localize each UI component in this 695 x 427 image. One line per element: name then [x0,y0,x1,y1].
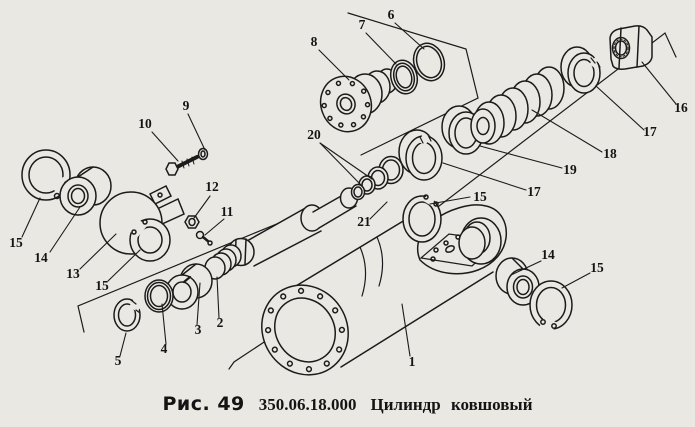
callout-9: 9 [183,98,190,113]
callout-17-lower: 17 [527,184,541,199]
callout-5: 5 [115,353,122,368]
callout-10: 10 [138,116,152,131]
part-4-seal [144,279,174,313]
callout-15-washer: 15 [95,278,109,293]
leader-15-right [561,272,591,289]
leader-3 [196,282,201,326]
callout-15-right: 15 [590,260,604,275]
callout-19: 19 [563,162,577,177]
part-8-gland [319,68,398,133]
callout-21: 21 [357,214,371,229]
leader-5 [119,332,127,357]
callout-14-left: 14 [34,250,48,265]
callout-2: 2 [217,315,224,330]
callout-14-right: 14 [541,247,555,262]
figure-caption: Рис. 49 350.06.18.000 Цилиндр ковшовый [0,393,695,415]
leader-11 [204,218,225,236]
leader-6 [394,22,425,50]
leader-10 [151,131,179,162]
leader-17-upper [595,85,645,131]
callout-17-upper: 17 [643,124,657,139]
part-2-threaded-end [204,237,255,280]
leader-9 [187,113,206,151]
leader-12 [193,195,211,219]
leader-2 [216,276,220,319]
leader-1 [401,303,411,357]
callout-8: 8 [311,34,318,49]
leader-21 [369,201,388,220]
callout-4: 4 [161,341,168,356]
leader-7 [365,32,397,65]
callout-6: 6 [388,7,395,22]
part-10-bolt [165,155,199,176]
callout-11: 11 [221,204,234,219]
part-12-nut [184,215,200,229]
leader-15-head [429,196,471,205]
leader-20b [319,142,373,180]
callout-7: 7 [359,17,366,32]
leader-15-washer [107,249,141,282]
part-20-seal-rings [350,175,376,201]
callout-15-left: 15 [9,235,23,250]
leader-lines [21,22,677,357]
part-11-grease-fitting [195,230,213,246]
part-15-snap-ring-head [402,190,442,243]
leader-14-right [510,260,542,276]
part-1-cylinder-barrel [261,204,508,376]
leader-17-lower [442,162,527,191]
leader-19 [479,145,563,169]
part-9-washer [197,147,209,161]
part-14-bearing-left [59,166,112,216]
leader-16 [641,61,677,105]
leader-18 [531,109,603,153]
assembly-bracket-lines [77,12,677,370]
part-16-nut [609,25,653,70]
leader-14-left [49,206,81,253]
leader-20a [319,142,363,187]
figure-label: Рис. 49 [162,393,245,415]
bracket-gland-group [77,222,280,333]
leader-4 [161,303,167,345]
part-3-bushing [165,263,213,310]
callout-18: 18 [603,146,617,161]
callout-12: 12 [205,179,219,194]
part-18-piston [470,66,565,145]
callout-13: 13 [66,266,80,281]
part-5-split-ring [113,298,143,332]
leader-8 [318,49,350,81]
bracket-nut-group [378,32,677,253]
callout-15-head: 15 [473,189,487,204]
callout-20: 20 [307,127,321,142]
part-17-split-ring-upper [560,46,601,94]
piston-rod [246,187,359,267]
flange [261,284,349,376]
callout-16: 16 [674,100,688,115]
callout-3: 3 [195,322,202,337]
part-15-snap-ring-right [529,280,573,335]
part-21-ring [367,155,404,190]
part-17-split-ring-lower [398,129,443,181]
figure-title: Цилиндр ковшовый [370,395,533,414]
part-15-snap-ring-left [21,149,76,201]
bracket-top-group [347,12,479,156]
leader-15-left [21,197,41,238]
part-7-seal-ring [389,59,419,95]
callout-1: 1 [409,354,416,369]
leader-13 [79,233,117,270]
drawing-number: 350.06.18.000 [258,395,357,414]
part-6-o-ring [412,42,446,82]
